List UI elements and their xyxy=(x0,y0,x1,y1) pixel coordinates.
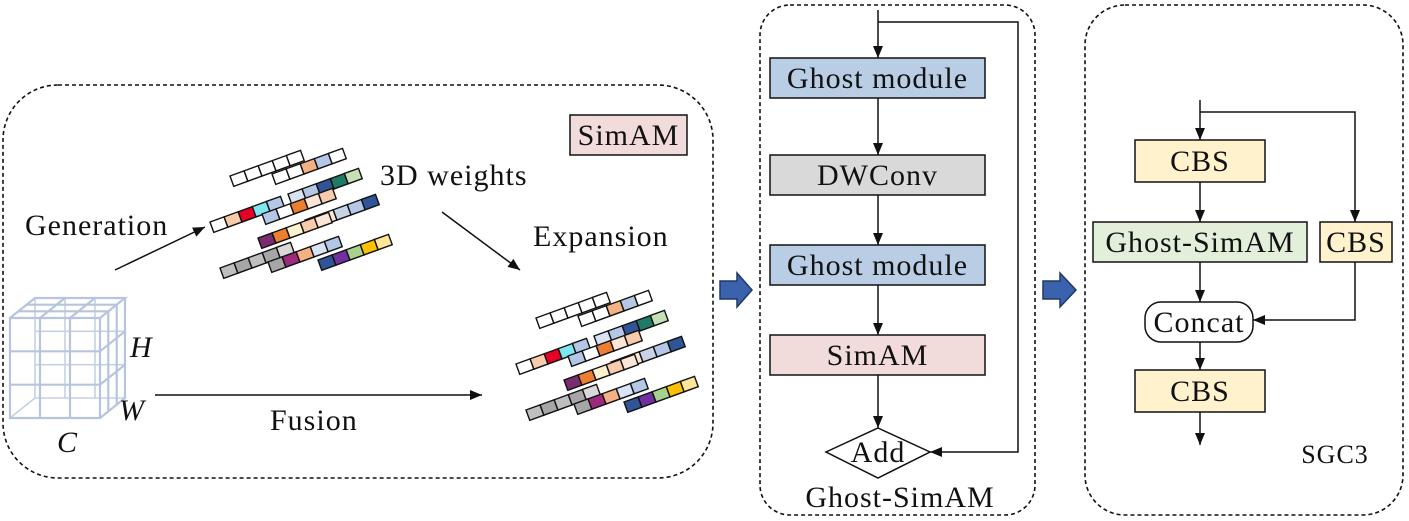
generation-label: Generation xyxy=(25,209,168,242)
concat-label: Concat xyxy=(1154,306,1245,339)
arrow-branch-to-concat xyxy=(1253,262,1356,325)
simam-label: SimAM xyxy=(827,339,929,372)
weights-group-expanded xyxy=(515,289,700,422)
weight-strip xyxy=(317,233,394,272)
ghost-module-box-2 xyxy=(769,244,986,286)
weights-label: 3D weights xyxy=(380,159,528,192)
ghost-module-label-2: Ghost module xyxy=(787,249,968,282)
axis-w-label: W xyxy=(119,394,147,427)
simam-panel-border xyxy=(2,84,714,479)
cbs-bottom-box xyxy=(1134,369,1266,413)
weight-cell xyxy=(323,235,344,253)
axis-c-label: C xyxy=(57,426,78,459)
sgc3-panel: CBS Ghost-SimAM CBS Concat CBS SGC3 xyxy=(1084,4,1404,516)
cube-back-grid xyxy=(9,298,125,419)
skip-connection xyxy=(878,21,1019,457)
weight-cell xyxy=(633,289,654,307)
weight-strip xyxy=(577,289,654,328)
ghost-module-label-1: Ghost module xyxy=(787,62,968,95)
weight-strip xyxy=(573,377,650,416)
simam-badge-box xyxy=(569,114,688,156)
axis-h-label: H xyxy=(129,331,154,364)
ghost-simam-panel: Ghost module DWConv Ghost module SimAM A… xyxy=(759,4,1036,516)
ghost-simam-panel-border xyxy=(759,4,1036,516)
expansion-label: Expansion xyxy=(533,220,669,253)
weight-strip xyxy=(229,149,306,188)
weight-cell xyxy=(313,211,334,229)
cbs-top-box xyxy=(1134,139,1266,183)
generation-arrow xyxy=(114,226,206,271)
weight-cell xyxy=(327,147,348,165)
dwconv-label: DWConv xyxy=(817,159,938,192)
ghost-simam-box-label: Ghost-SimAM xyxy=(1105,226,1294,259)
weight-strip xyxy=(257,211,334,250)
cbs-branch-box xyxy=(1319,221,1393,263)
ghost-simam-title: Ghost-SimAM xyxy=(805,481,994,514)
weight-cell xyxy=(679,375,700,393)
expansion-arrow xyxy=(441,211,521,271)
add-diamond xyxy=(824,427,932,479)
weight-strip xyxy=(261,187,338,226)
weight-cell xyxy=(373,233,394,251)
add-label: Add xyxy=(851,436,906,469)
weight-strip xyxy=(267,235,344,274)
sgc3-panel-border xyxy=(1084,4,1404,516)
weight-strip xyxy=(623,375,700,414)
simam-panel: SimAM 3D weights Generation Expansion Fu… xyxy=(2,84,714,479)
branch-connection xyxy=(1200,111,1360,222)
weight-cell xyxy=(649,309,670,327)
weight-cell xyxy=(629,377,650,395)
weight-cell xyxy=(317,187,338,205)
cube-right-grid xyxy=(99,304,126,412)
flow-block-arrow-1 xyxy=(719,271,754,309)
weight-cell xyxy=(623,329,644,347)
weight-cell xyxy=(666,335,687,353)
weights-group-generated xyxy=(209,147,394,280)
flow-block-arrow-2 xyxy=(1042,271,1078,309)
cbs-bottom-label: CBS xyxy=(1170,375,1230,408)
weight-cell xyxy=(591,291,612,309)
cbs-branch-label: CBS xyxy=(1326,226,1386,259)
weight-strip xyxy=(563,353,640,392)
weight-strip xyxy=(209,195,286,234)
sgc3-title: SGC3 xyxy=(1301,440,1369,469)
feature-cube xyxy=(8,296,129,420)
cube-top-grid xyxy=(18,297,117,319)
simam-box xyxy=(769,334,986,376)
ghost-simam-box xyxy=(1092,221,1308,263)
cube-top-face xyxy=(9,296,129,319)
dwconv-box xyxy=(769,154,986,196)
fusion-label: Fusion xyxy=(270,404,358,437)
simam-badge-label: SimAM xyxy=(578,119,680,152)
weight-cell xyxy=(619,353,640,371)
cube-front-grid xyxy=(10,318,100,418)
weight-cell xyxy=(343,167,364,185)
weight-cell xyxy=(285,149,306,167)
weight-strip xyxy=(567,329,644,368)
ghost-module-box-1 xyxy=(769,57,986,99)
cube-front-face xyxy=(8,316,102,420)
weight-strip xyxy=(271,147,348,186)
weight-cell xyxy=(360,193,381,211)
concat-box xyxy=(1144,301,1254,343)
cbs-top-label: CBS xyxy=(1170,145,1230,178)
weight-strip xyxy=(535,291,612,330)
